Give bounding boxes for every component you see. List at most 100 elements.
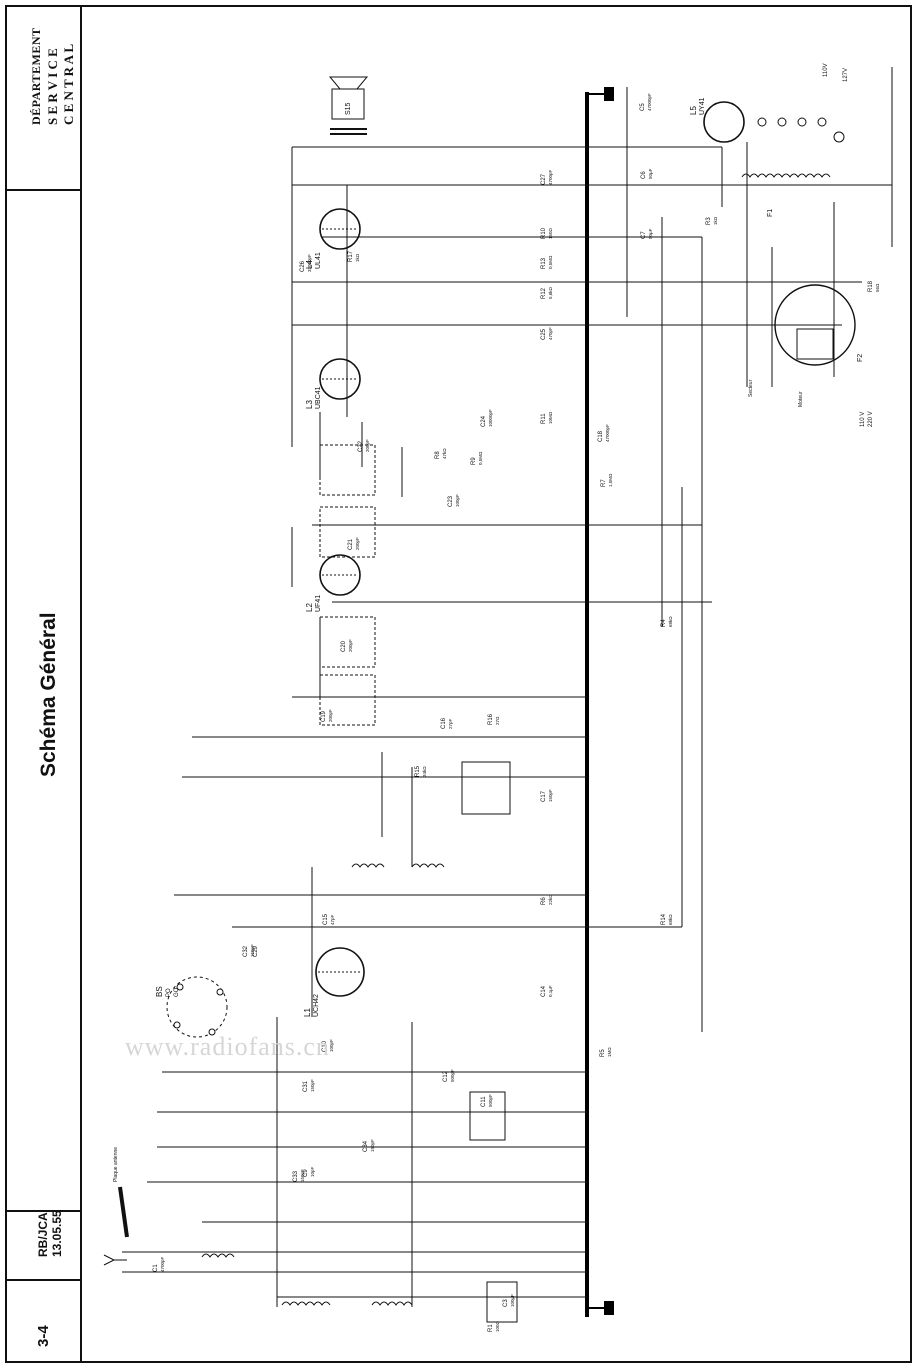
label-r6: R6 [541, 897, 547, 905]
value-c19: 200pF [328, 709, 333, 722]
value-c18: 47000pF [605, 424, 610, 442]
value-r12: 5,6kΩ [548, 286, 553, 299]
value-c14: 0,1μF [548, 985, 553, 997]
label-c14: C14 [541, 985, 547, 997]
if-transformers [319, 444, 518, 1323]
label-c25: C25 [541, 328, 547, 340]
motor [774, 284, 856, 366]
label-c6: C6 [641, 171, 647, 179]
label-c29: C29 [253, 945, 259, 957]
page-number: 3-4 [35, 1325, 52, 1347]
label-c31: C31 [303, 1080, 309, 1092]
value-c5: 47000pF [647, 93, 652, 111]
label-c22: C22 [358, 440, 364, 452]
tube-L4-label: L4 [305, 260, 314, 269]
tube-L4-type: UL41 [315, 252, 322, 269]
page-title: Schéma Général [37, 612, 60, 777]
tube-L5-type: UY41 [699, 97, 706, 115]
circuit-diagram: S15 [103, 63, 893, 1332]
svg-text:S15: S15 [345, 102, 352, 115]
value-c20: 200pF [348, 639, 353, 652]
lamps [757, 117, 845, 143]
coils [201, 173, 831, 1306]
value-c31: 150pF [310, 1079, 315, 1092]
value-c26: 33000pF [307, 254, 312, 272]
value-r16: 27Ω [495, 716, 500, 725]
value-c21: 200pF [355, 537, 360, 550]
value-c33: 150pF [300, 1169, 305, 1182]
secteur-label: Secteur [748, 379, 754, 397]
label-c9: C9 [303, 1169, 309, 1177]
label-c10: C10 [322, 1040, 328, 1052]
value-r18: 56Ω [875, 283, 880, 292]
value-c10: 100pF [329, 1039, 334, 1052]
value-c23: 100pF [455, 494, 460, 507]
value-c7: 50μF [648, 228, 653, 239]
label-r13: R13 [541, 257, 547, 269]
label-r3: R3 [706, 217, 712, 225]
label-c11: C11 [481, 1096, 487, 1107]
antenna-plate-label: Plaque antenne [113, 1147, 119, 1182]
value-r9: 0,5MΩ [478, 451, 483, 465]
loudspeaker: S15 [328, 76, 369, 135]
mains-110: 110 V [860, 412, 866, 427]
label-r5: R5 [600, 1049, 606, 1057]
label-c23: C23 [448, 495, 454, 507]
label-r7: R7 [601, 479, 607, 487]
label-r9: R9 [471, 457, 477, 465]
label-r8: R8 [435, 451, 441, 459]
tap-110: 110V [823, 63, 829, 77]
ground-terminal-top [604, 87, 614, 101]
value-c3: 100μF [510, 1294, 515, 1307]
value-r8: 47kΩ [442, 448, 447, 459]
fuse-F2: F2 [857, 354, 864, 362]
value-c11: 500pF [488, 1094, 493, 1107]
label-r15: R15 [415, 765, 421, 777]
label-c24: C24 [481, 415, 487, 427]
label-c15: C15 [323, 913, 329, 925]
value-c34: 150pF [370, 1139, 375, 1152]
service-line-2: C E N T R A L [61, 43, 76, 125]
value-c17: 150pF [548, 789, 553, 802]
value-c16: 27pF [448, 718, 453, 729]
label-r10: R10 [541, 227, 547, 239]
value-r1: 100Ω [495, 1320, 500, 1332]
label-c34: C34 [363, 1140, 369, 1152]
reference: RB/JCA [36, 1212, 50, 1257]
value-r11: 10MΩ [548, 411, 553, 424]
label-c1: C1 [153, 1264, 159, 1272]
label-r11: R11 [541, 413, 547, 424]
label-c19: C19 [321, 710, 327, 722]
tube-L1-label: L1 [303, 1008, 312, 1017]
tube-L3-label: L3 [305, 400, 314, 409]
label-c7: C7 [641, 231, 647, 239]
mains-220: 220 V [868, 411, 874, 427]
label-c27: C27 [541, 173, 547, 185]
tube-L5-label: L5 [689, 106, 698, 115]
value-r14: 68kΩ [668, 914, 673, 925]
value-r13: 0,5MΩ [548, 255, 553, 269]
ground-terminal-bottom [604, 1301, 614, 1315]
value-r15: 34kΩ [422, 766, 427, 777]
schematic-frame: DÉPARTEMENT S E R V I C E C E N T R A L … [5, 5, 912, 1363]
value-c6: 50μF [648, 168, 653, 179]
moteur-label: Moteur [798, 391, 804, 407]
label-r4: R4 [661, 619, 667, 627]
value-c25: 470pF [548, 327, 553, 340]
value-r17: 1kΩ [355, 253, 360, 262]
value-r6: 22kΩ [548, 894, 553, 905]
label-c12: C12 [443, 1070, 449, 1082]
tube-L3 [319, 358, 361, 400]
label-r12: R12 [541, 287, 547, 299]
value-c1: 4700pF [160, 1256, 165, 1272]
fuse-F1: F1 [767, 209, 774, 217]
label-c33: C33 [293, 1170, 299, 1182]
value-r7: 1,5MΩ [608, 473, 613, 487]
label-c18: C18 [598, 430, 604, 442]
tube-L2-label: L2 [305, 603, 314, 612]
service-line-1: S E R V I C E [45, 48, 60, 125]
label-r16: R16 [488, 713, 494, 725]
wiring [122, 67, 893, 1307]
tap-127: 127V [843, 68, 849, 82]
